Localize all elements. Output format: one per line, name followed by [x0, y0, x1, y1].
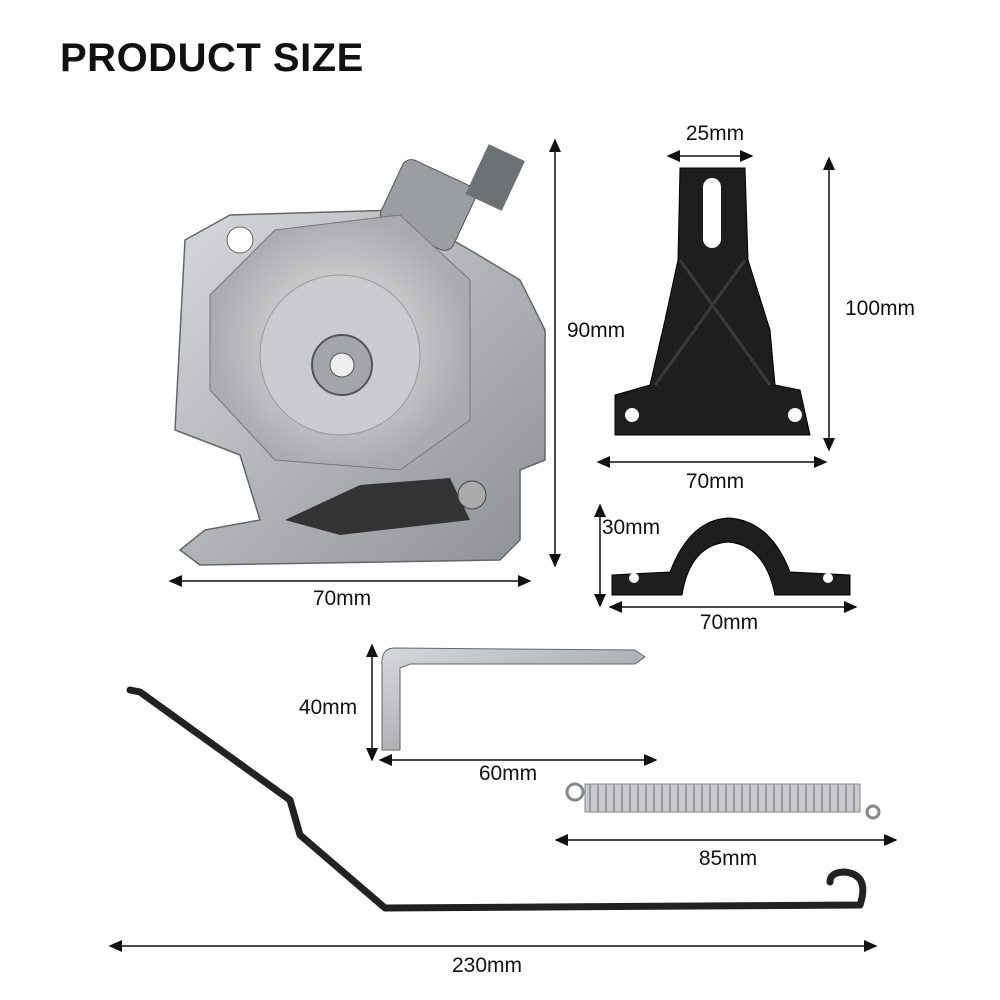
bracket-width-label: 70mm: [685, 470, 745, 493]
lever-image: [126, 686, 867, 912]
clamp-width-label: 70mm: [699, 611, 759, 634]
clamp-image: [611, 517, 851, 596]
page-title: PRODUCT SIZE: [60, 36, 364, 80]
bracket-top-width-label: 25mm: [685, 122, 745, 145]
allen-key-width-label: 60mm: [478, 762, 538, 785]
spring-length-label: 85mm: [698, 847, 758, 870]
bracket-image: [614, 167, 811, 436]
clamp-height-label: 30mm: [601, 516, 661, 539]
allen-key-height-label: 40mm: [298, 696, 358, 719]
cutter-width-label: 70mm: [312, 587, 372, 610]
cutter-height-label: 90mm: [566, 319, 626, 342]
cutter-head-image: [174, 144, 546, 566]
allen-key-image: [381, 647, 646, 751]
spring-image: [565, 782, 881, 820]
bracket-height-label: 100mm: [844, 297, 916, 320]
lever-length-label: 230mm: [451, 954, 523, 977]
